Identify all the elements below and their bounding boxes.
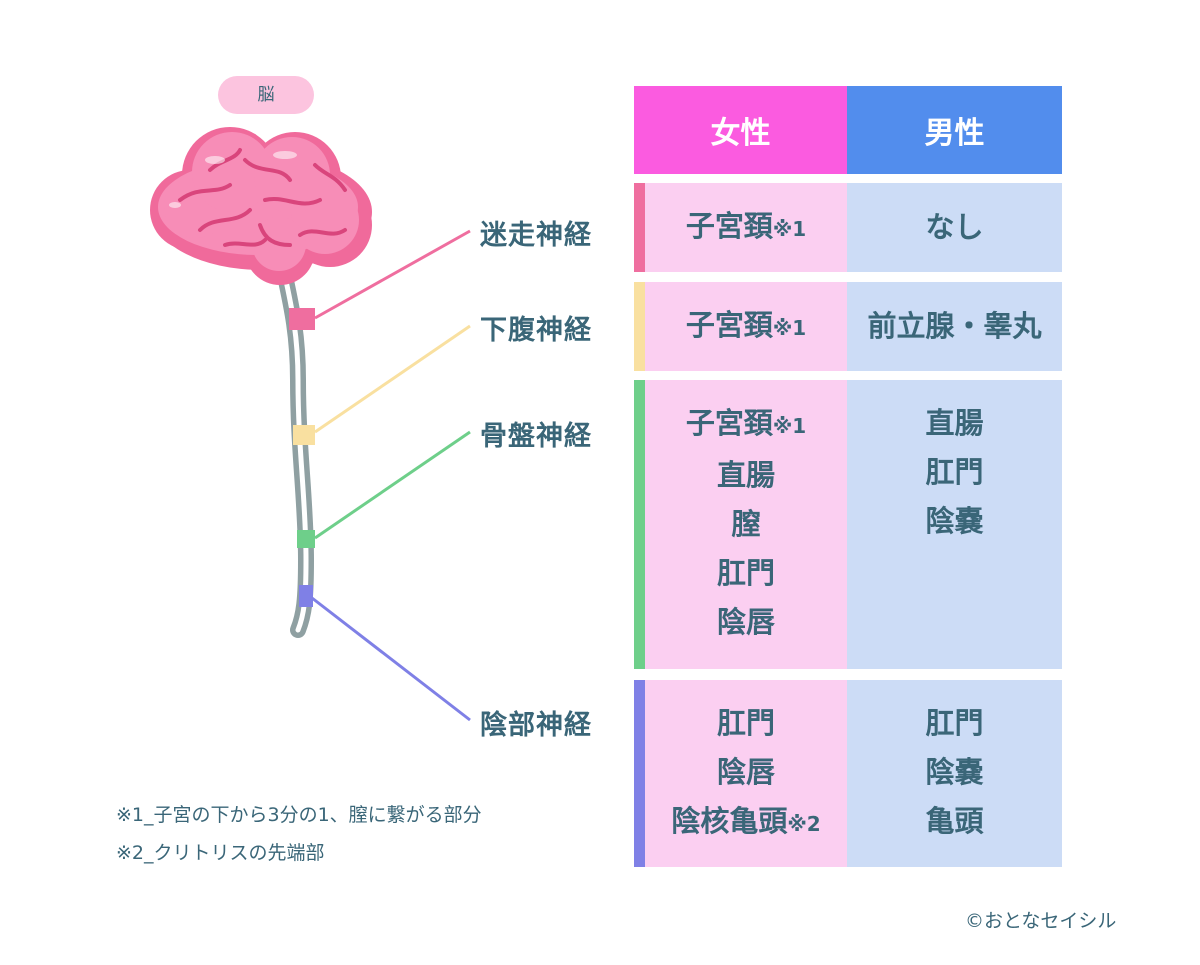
organ-text: 膣 [731, 507, 761, 541]
organ-text: 陰唇 [716, 605, 775, 639]
cell-male-pelvic: 直腸 肛門 陰嚢 [847, 380, 1062, 669]
organ-text: 子宮頚※1 [685, 406, 807, 440]
footnote-2: ※2_クリトリスの先端部 [116, 842, 325, 864]
nerve-name-pelvic: 骨盤神経 [480, 421, 592, 452]
footnote-marker: ※1 [772, 216, 807, 241]
pudendal-marker [299, 585, 313, 607]
copyright: ©おとなセイシル [965, 910, 1117, 932]
footnote-marker: ※1 [772, 315, 807, 340]
cell-female-hypogastric: 子宮頚※1 [645, 282, 847, 371]
nerve-name-hypogastric: 下腹神経 [480, 315, 592, 346]
footnote-marker: ※1 [772, 414, 807, 438]
cell-male-vagus: なし [847, 183, 1062, 272]
row-strip-vagus [634, 183, 645, 272]
brain-icon [150, 127, 372, 285]
cell-female-vagus: 子宮頚※1 [645, 183, 847, 272]
organ-text: 陰核亀頭※2 [671, 804, 821, 838]
cell-female-pudendal: 肛門 陰唇 陰核亀頭※2 [645, 680, 847, 867]
vagus-marker [289, 308, 315, 330]
organ-text: 前立腺・睾丸 [867, 309, 1042, 343]
organ-text: 亀頭 [925, 804, 984, 838]
hypogastric-leader [314, 324, 471, 434]
nerve-name-pudendal: 陰部神経 [480, 710, 592, 741]
organ-text: 直腸 [716, 458, 775, 492]
organ-text: 陰唇 [716, 755, 775, 789]
brain-label: 脳 [218, 76, 314, 114]
organ-text: 肛門 [925, 455, 984, 489]
footnote-1: ※1_子宮の下から3分の1、膣に繋がる部分 [116, 804, 482, 826]
organ-item: 子宮頚※1 [686, 202, 806, 254]
cell-female-pelvic: 子宮頚※1 直腸 膣 肛門 陰唇 [645, 380, 847, 669]
organ-text: 陰嚢 [925, 755, 984, 789]
header-male: 男性 [847, 86, 1062, 174]
hypogastric-marker [293, 425, 315, 445]
organ-text: 肛門 [925, 706, 984, 740]
nerve-name-vagus: 迷走神経 [480, 220, 592, 251]
footnote-marker: ※2 [787, 812, 821, 836]
cell-male-pudendal: 肛門 陰嚢 亀頭 [847, 680, 1062, 867]
cell-male-hypogastric: 前立腺・睾丸 [847, 282, 1062, 371]
organ-text: 直腸 [925, 406, 984, 440]
pudendal-leader [311, 596, 471, 722]
row-strip-pudendal [634, 680, 645, 867]
organ-text: 陰嚢 [925, 504, 984, 538]
organ-text: なし [925, 210, 984, 244]
pelvic-leader [314, 430, 471, 540]
organ-text: 子宮頚※1 [685, 208, 807, 243]
organ-text: 肛門 [716, 706, 775, 740]
row-strip-hypogastric [634, 282, 645, 371]
row-strip-pelvic [634, 380, 645, 669]
organ-text: 子宮頚※1 [685, 307, 807, 342]
pelvic-marker [297, 530, 315, 548]
organ-text: 肛門 [716, 556, 775, 590]
header-female: 女性 [634, 86, 847, 174]
vagus-leader [314, 229, 471, 320]
